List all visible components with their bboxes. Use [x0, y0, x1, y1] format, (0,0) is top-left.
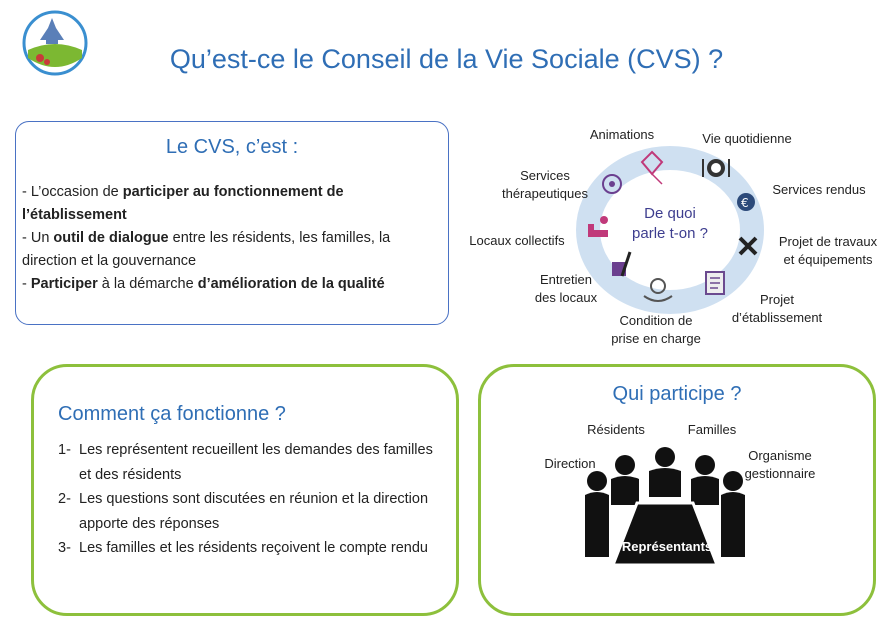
- logo: [20, 10, 90, 76]
- care-hands-icon: [643, 278, 673, 302]
- list-item: - L’occasion de participer au fonctionne…: [22, 184, 344, 223]
- document-icon: [705, 271, 725, 295]
- topic-travaux: Projet de travaux et équipements: [778, 234, 878, 267]
- how-it-works-box: Comment ça fonctionne ? 1-Les représente…: [31, 364, 459, 616]
- topic-locaux-collectifs: Locaux collectifs: [469, 233, 565, 248]
- topic-condition-prise-en-charge: Condition de prise en charge: [611, 313, 701, 346]
- therapy-icon: [602, 174, 622, 194]
- cleaning-icon: [612, 251, 632, 277]
- label-direction: Direction: [544, 456, 596, 471]
- meeting-table-icon: [585, 447, 745, 577]
- euro-icon: €: [737, 193, 755, 211]
- tools-icon: [738, 236, 758, 256]
- kite-icon: [640, 150, 664, 185]
- cvs-definition-title: Le CVS, c’est :: [165, 136, 299, 158]
- topic-entretien-locaux: Entretien des locaux: [534, 272, 598, 305]
- how-it-works-title: Comment ça fonctionne ?: [58, 403, 286, 425]
- topic-services-rendus: Services rendus: [772, 182, 866, 197]
- list-item: 1-Les représentent recueillent les deman…: [58, 442, 433, 483]
- list-item: 3-Les familles et les résidents reçoiven…: [58, 540, 428, 556]
- label-residents: Résidents: [587, 422, 645, 437]
- topic-services-therapeutiques: Services thérapeutiques: [501, 168, 588, 201]
- plate-icon: [702, 159, 730, 177]
- cvs-definition-list: - L’occasion de participer au fonctionne…: [22, 181, 446, 296]
- topic-animations: Animations: [589, 127, 655, 142]
- list-item: - Participer à la démarche d’amélioratio…: [22, 276, 385, 292]
- list-item: - Un outil de dialogue entre les résiden…: [22, 230, 391, 269]
- label-familles: Familles: [687, 422, 737, 437]
- bed-icon: [588, 216, 608, 237]
- label-organisme-gestionnaire: Organisme gestionnaire: [744, 448, 816, 481]
- wheel-center-label: De quoi parle t-on ?: [632, 205, 708, 242]
- page-title: Qu’est-ce le Conseil de la Vie Sociale (…: [169, 44, 724, 74]
- participants-title: Qui participe ?: [612, 383, 742, 405]
- how-it-works-list: 1-Les représentent recueillent les deman…: [58, 438, 438, 561]
- topic-projet-etablissement: Projet d’établissement: [731, 292, 823, 325]
- topics-wheel: € De quoi parle t-on ?: [570, 140, 770, 320]
- list-item: 2-Les questions sont discutées en réunio…: [58, 491, 429, 532]
- svg-text:€: €: [741, 196, 749, 210]
- topic-vie-quotidienne: Vie quotidienne: [702, 131, 792, 146]
- cvs-definition-box: Le CVS, c’est : - L’occasion de particip…: [15, 121, 449, 325]
- label-representants: Représentants: [621, 539, 713, 554]
- participants-box: Qui participe ? Résidents Familles Direc…: [478, 364, 876, 616]
